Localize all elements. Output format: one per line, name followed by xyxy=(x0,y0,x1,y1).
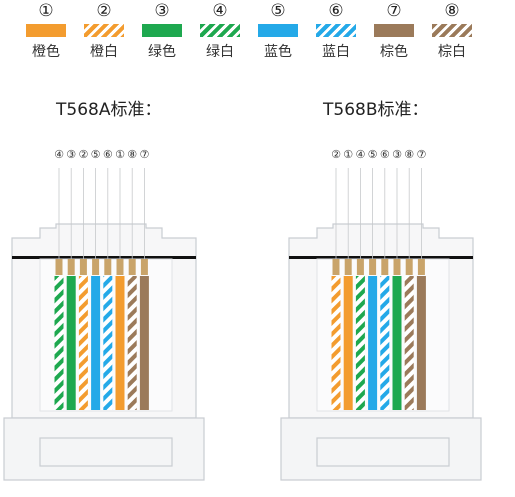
wire-position-label: ② xyxy=(331,148,341,161)
legend-item: ⑤ 蓝色 xyxy=(250,0,306,63)
wire-position-label: ④ xyxy=(54,148,64,161)
gold-contact xyxy=(369,259,377,275)
striped-color-swatch xyxy=(200,24,240,37)
gold-contact xyxy=(332,259,340,275)
striped-wire xyxy=(78,276,88,410)
gold-contact xyxy=(140,259,148,275)
striped-color-swatch xyxy=(84,24,124,37)
legend-label: 橙色 xyxy=(32,44,60,60)
gold-contact xyxy=(67,259,75,275)
solid-color-swatch xyxy=(142,24,182,37)
wire-position-label: ⑤ xyxy=(367,148,378,161)
solid-color-swatch xyxy=(258,24,298,37)
solid-wire xyxy=(91,276,101,410)
striped-wire xyxy=(331,276,341,410)
t568b-rj45-connector xyxy=(280,168,482,481)
wire-position-label: ① xyxy=(343,148,354,161)
solid-wire xyxy=(343,276,353,410)
legend-label: 蓝白 xyxy=(322,44,350,60)
wire-position-label: ③ xyxy=(66,148,77,161)
gold-contact xyxy=(116,259,124,275)
gold-contact xyxy=(405,259,413,275)
legend-number: ④ xyxy=(212,1,228,21)
connector-base xyxy=(3,417,205,481)
legend-number: ① xyxy=(38,1,54,21)
legend-item: ⑥ 蓝白 xyxy=(308,0,364,63)
legend-number: ⑧ xyxy=(444,1,460,21)
legend-item: ④ 绿白 xyxy=(192,0,248,63)
t568b-title: T568B标准： xyxy=(323,100,429,120)
wire-position-label: ⑥ xyxy=(379,148,390,161)
solid-wire xyxy=(115,276,125,410)
wire-position-label: ④ xyxy=(355,148,366,161)
legend-item: ① 橙色 xyxy=(18,0,74,63)
wire-position-label: ⑧ xyxy=(404,148,415,161)
gold-contact xyxy=(55,259,63,275)
legend-label: 绿色 xyxy=(148,44,176,60)
legend-number: ③ xyxy=(154,1,170,21)
wire-position-label: ③ xyxy=(392,148,402,161)
gold-contact xyxy=(128,259,136,275)
gold-contact xyxy=(356,259,364,275)
connector-latch xyxy=(316,437,450,467)
legend-label: 橙白 xyxy=(90,44,118,60)
solid-wire xyxy=(392,276,402,410)
striped-color-swatch xyxy=(432,24,472,37)
connector-clip-bar xyxy=(12,256,196,259)
wire-position-label: ② xyxy=(78,148,89,161)
legend-item: ⑧ 棕白 xyxy=(424,0,480,63)
striped-wire xyxy=(103,276,113,410)
wire-position-label: ⑦ xyxy=(139,148,150,161)
connector-base xyxy=(280,417,482,481)
legend-item: ③ 绿色 xyxy=(134,0,190,63)
wire-position-label: ⑤ xyxy=(90,148,101,161)
solid-wire xyxy=(66,276,76,410)
legend-label: 蓝色 xyxy=(264,44,292,60)
gold-contact xyxy=(344,259,352,275)
gold-contact xyxy=(92,259,100,275)
gold-contact xyxy=(417,259,425,275)
legend-item: ⑦ 棕色 xyxy=(366,0,422,63)
gold-contact xyxy=(104,259,112,275)
legend-number: ② xyxy=(96,1,112,21)
legend-label: 棕白 xyxy=(438,44,466,60)
solid-color-swatch xyxy=(374,24,414,37)
legend-number: ⑤ xyxy=(270,1,286,21)
solid-wire xyxy=(368,276,378,410)
wire-position-label: ⑥ xyxy=(102,148,113,161)
solid-color-swatch xyxy=(26,24,66,37)
striped-wire xyxy=(355,276,365,410)
color-legend: ① 橙色 ② 橙白 ③ 绿色 ④ 绿白 ⑤ 蓝色 ⑥ 蓝白 ⑦ 棕色 ⑧ 棕白 xyxy=(0,0,515,90)
legend-label: 绿白 xyxy=(206,44,234,60)
connector-latch xyxy=(39,437,173,467)
legend-label: 棕色 xyxy=(380,44,408,60)
striped-wire xyxy=(404,276,414,410)
striped-wire xyxy=(380,276,390,410)
legend-number: ⑥ xyxy=(328,1,344,21)
t568a-title: T568A标准： xyxy=(56,100,162,120)
wire-position-label: ⑧ xyxy=(127,148,138,161)
gold-contact xyxy=(393,259,401,275)
solid-wire xyxy=(416,276,426,410)
wire-position-label: ⑦ xyxy=(416,148,427,161)
solid-wire xyxy=(139,276,149,410)
legend-item: ② 橙白 xyxy=(76,0,132,63)
striped-wire xyxy=(127,276,137,410)
gold-contact xyxy=(79,259,87,275)
striped-wire xyxy=(54,276,64,410)
legend-number: ⑦ xyxy=(386,1,402,21)
gold-contact xyxy=(381,259,389,275)
wire-position-label: ① xyxy=(115,148,125,161)
connector-clip-bar xyxy=(289,256,473,259)
t568a-rj45-connector xyxy=(3,168,205,481)
striped-color-swatch xyxy=(316,24,356,37)
